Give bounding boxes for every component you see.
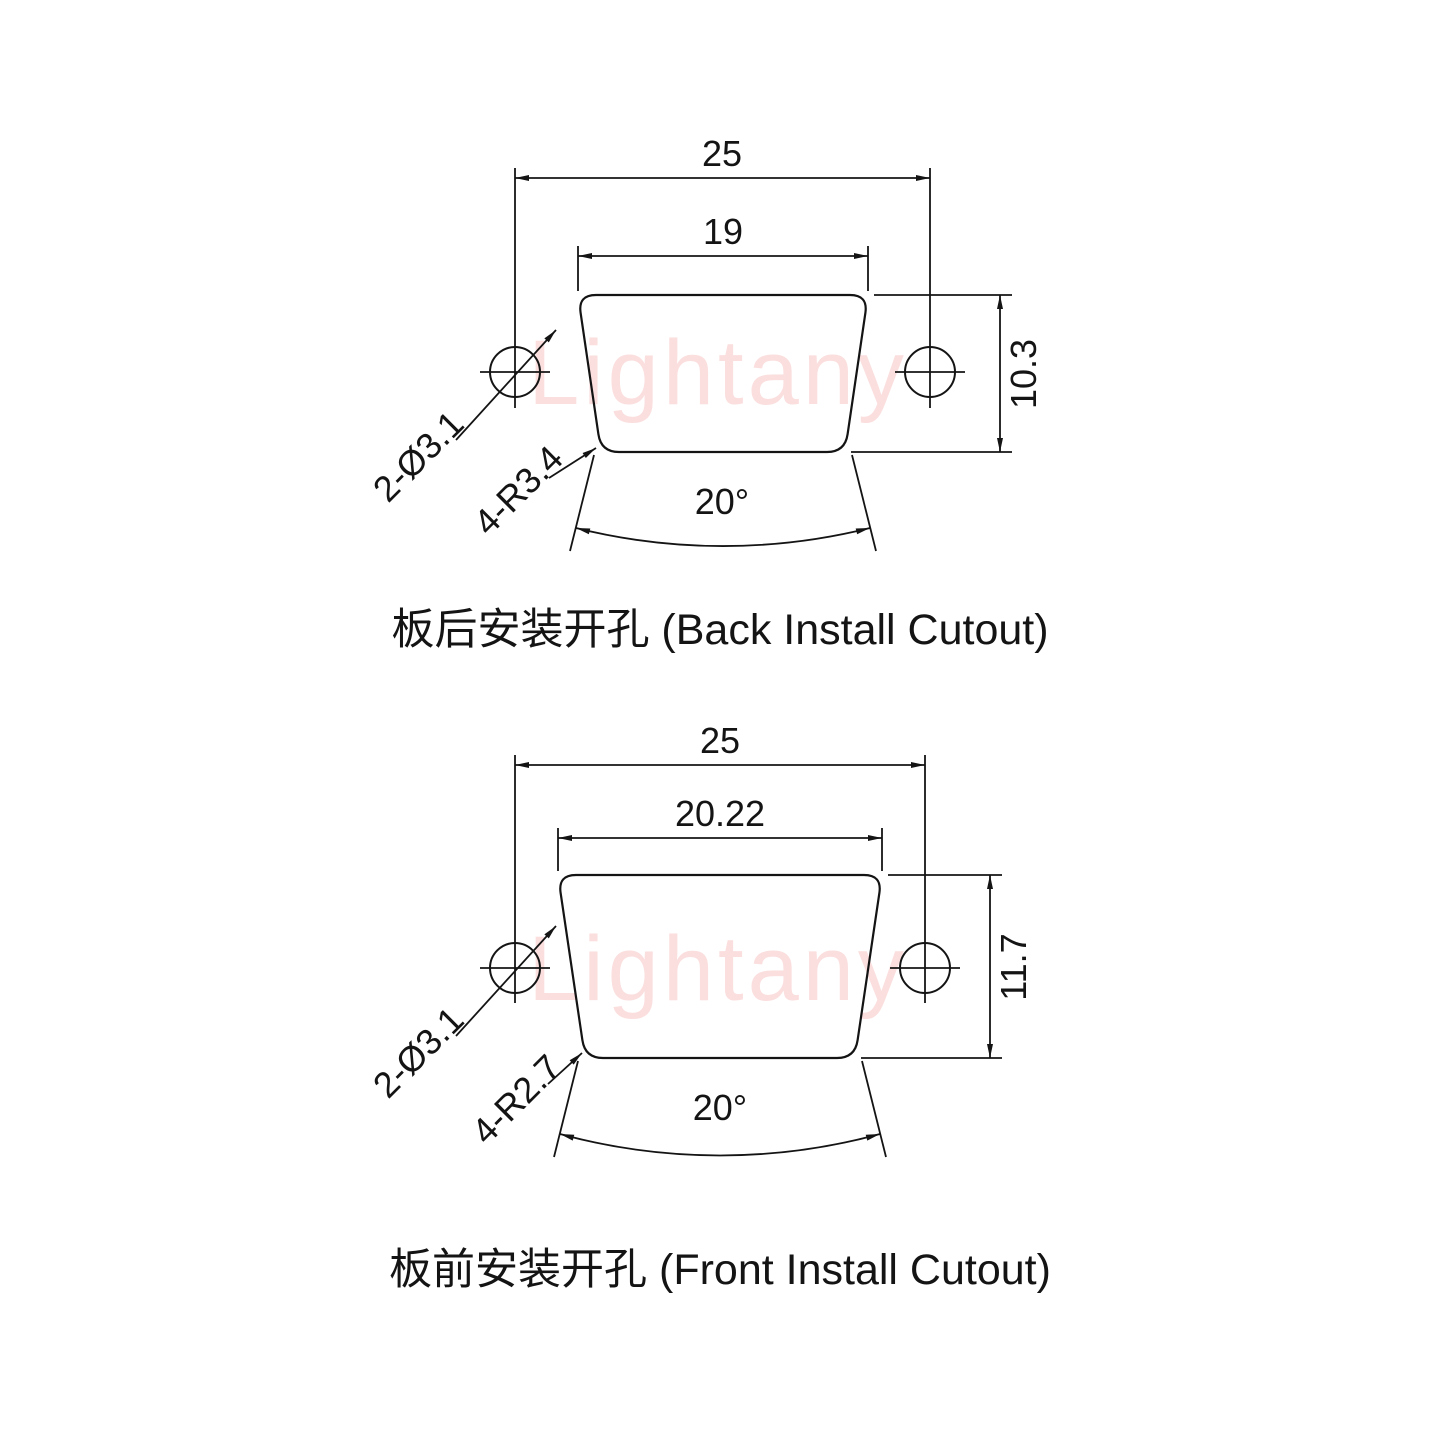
front-cutout-title: 板前安装开孔 (Front Install Cutout) — [389, 1246, 1051, 1294]
watermark-text-bottom: Lightany — [528, 918, 908, 1020]
leader-line-radius — [547, 1052, 583, 1085]
dim-outer-width: 25 — [702, 133, 742, 174]
back-cutout-title: 板后安装开孔 (Back Install Cutout) — [391, 606, 1048, 654]
angle-line — [553, 1060, 579, 1158]
watermark-text-top: Lightany — [528, 322, 908, 424]
leader-line-holes — [455, 925, 557, 1037]
dim-draft-angle: 20° — [693, 1087, 747, 1128]
label-corner-radius: 4-R3.4 — [465, 437, 570, 542]
angle-line — [851, 454, 877, 552]
dim-draft-angle: 20° — [695, 481, 749, 522]
dim-inner-width: 19 — [703, 211, 743, 252]
angle-line — [861, 1060, 887, 1158]
angle-arc — [575, 527, 871, 547]
label-holes: 2-Ø3.1 — [365, 999, 472, 1106]
label-corner-radius: 4-R2.7 — [463, 1046, 568, 1151]
cutout-shape — [579, 293, 867, 454]
dim-outer-width: 25 — [700, 720, 740, 761]
leader-line-holes — [455, 329, 557, 441]
angle-arc — [559, 1133, 881, 1157]
cutout-shape — [559, 873, 881, 1060]
label-holes: 2-Ø3.1 — [365, 403, 472, 510]
dim-inner-width: 20.22 — [675, 793, 765, 834]
leader-line-radius — [548, 447, 597, 479]
angle-line — [569, 454, 595, 552]
dim-height: 10.3 — [1003, 339, 1044, 409]
dim-height: 11.7 — [993, 933, 1034, 1000]
